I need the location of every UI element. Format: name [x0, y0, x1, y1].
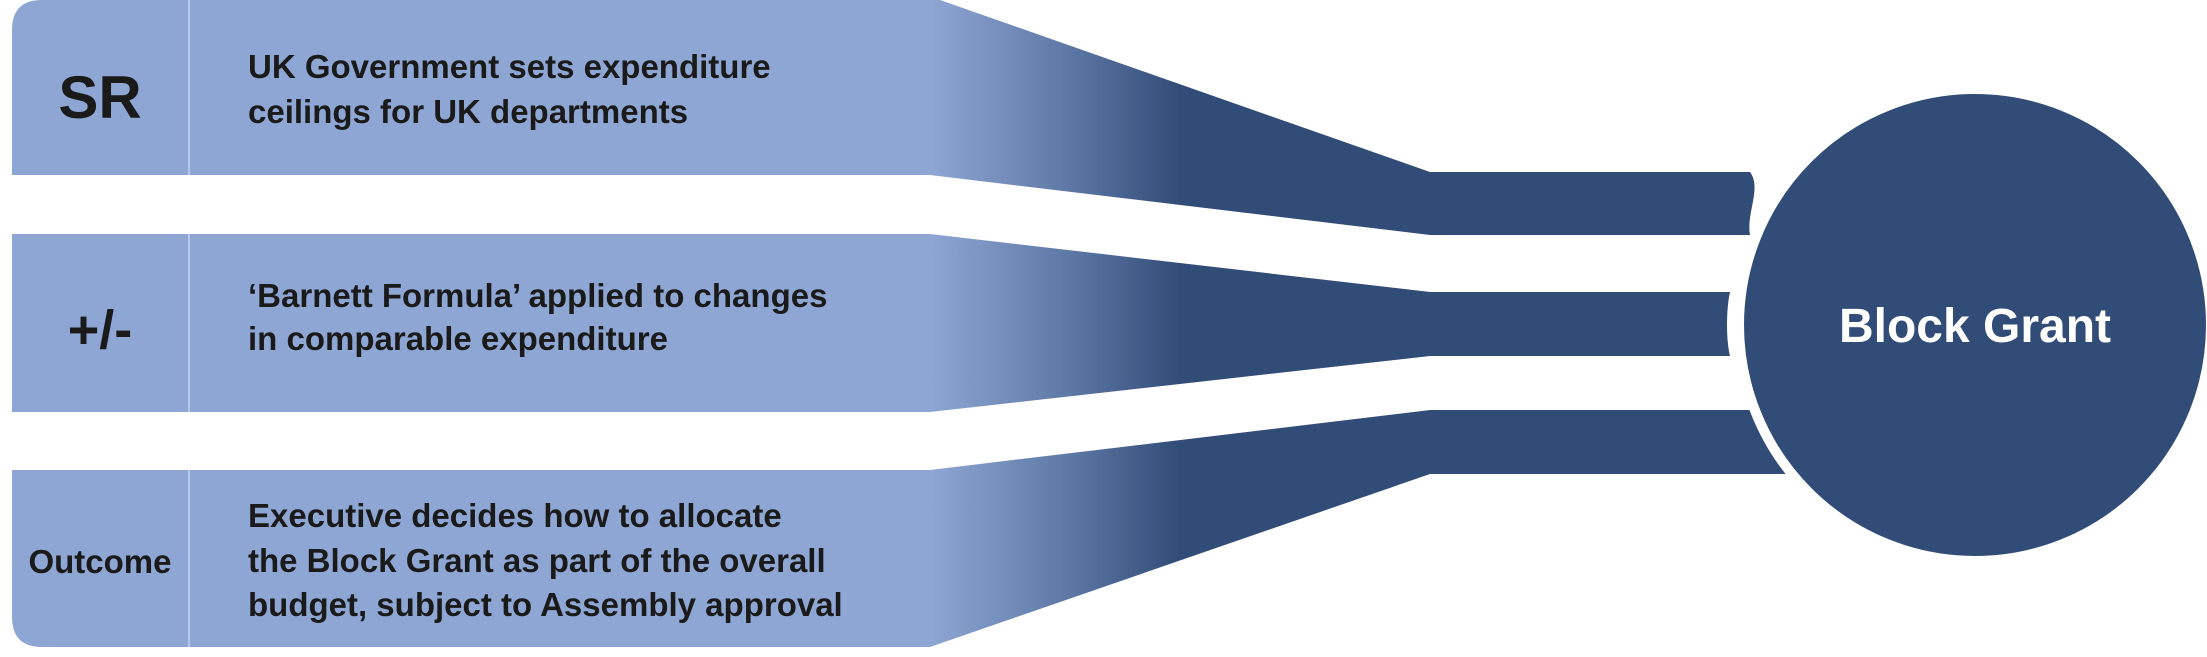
row-outcome-text-line-2: the Block Grant as part of the overall: [248, 542, 826, 579]
block-grant-node: Block Grant: [1734, 84, 2207, 566]
row-change-label: +/-: [68, 300, 133, 360]
row-change-text-line-2: in comparable expenditure: [248, 320, 668, 357]
row-sr-label: SR: [58, 64, 141, 131]
block-grant-label: Block Grant: [1839, 300, 2111, 353]
row-outcome-band: [12, 410, 1790, 647]
row-outcome: Outcome Executive decides how to allocat…: [12, 410, 1790, 647]
row-sr-text-line-2: ceilings for UK departments: [248, 93, 688, 130]
row-outcome-text-line-1: Executive decides how to allocate: [248, 497, 782, 534]
row-sr-text-line-1: UK Government sets expenditure: [248, 48, 771, 85]
row-outcome-text-line-3: budget, subject to Assembly approval: [248, 586, 843, 623]
row-sr-band: [12, 0, 1755, 235]
row-sr: SR UK Government sets expenditure ceilin…: [12, 0, 1755, 235]
row-change-band: [12, 234, 1730, 412]
row-outcome-label: Outcome: [28, 543, 171, 580]
block-grant-circle: [1734, 84, 2207, 566]
row-change-text-line-1: ‘Barnett Formula’ applied to changes: [248, 277, 827, 314]
row-change: +/- ‘Barnett Formula’ applied to changes…: [12, 234, 1730, 412]
